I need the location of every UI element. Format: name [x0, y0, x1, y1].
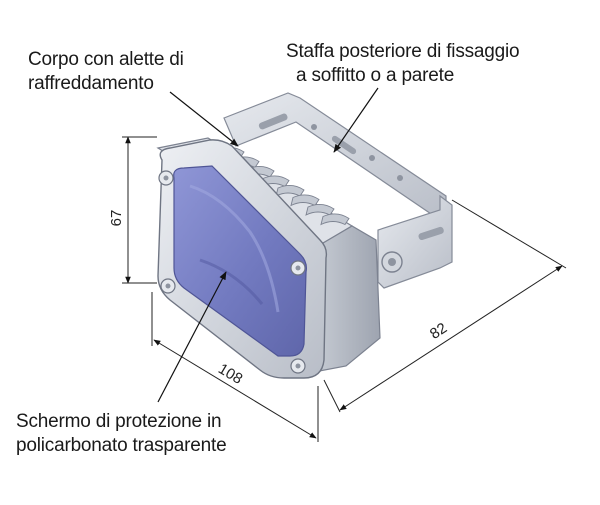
dimension-lines [122, 136, 567, 442]
cooling-fin [320, 213, 350, 226]
callout-body-fins-line1: Corpo con alette di [28, 49, 184, 70]
dimension-width: 108 [215, 360, 245, 387]
callout-screen: Schermo di protezione in policarbonato t… [16, 410, 227, 458]
callout-body-fins-line2: raffreddamento [28, 73, 154, 94]
leader-lines [157, 87, 379, 403]
dimension-height: 67 [108, 210, 125, 227]
callout-bracket-line1: Staffa posteriore di fissaggio [286, 41, 520, 62]
callout-screen-line1: Schermo di protezione in [16, 411, 222, 432]
callout-bracket: Staffa posteriore di fissaggio a soffitt… [286, 40, 520, 88]
callout-screen-line2: policarbonato trasparente [16, 435, 227, 456]
dimension-depth: 82 [427, 320, 450, 343]
callout-bracket-line2: a soffitto o a parete [296, 65, 455, 86]
callout-body-fins: Corpo con alette di raffreddamento [28, 48, 184, 96]
front-frame [157, 139, 328, 379]
